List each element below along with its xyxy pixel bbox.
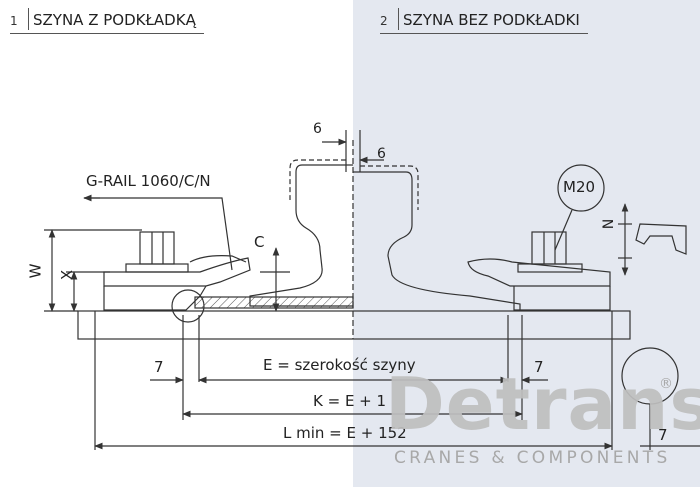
right-clip-lower [513, 286, 611, 311]
left-nut [139, 231, 175, 265]
side-far-right-label: 7 [658, 426, 668, 444]
right-header-number: 2 [380, 14, 388, 28]
left-clip-arm [189, 255, 247, 263]
registered-mark: ® [659, 376, 673, 392]
clip-model-leader [84, 197, 233, 271]
left-header-number: 1 [10, 14, 18, 28]
side-left-label: 7 [154, 358, 164, 376]
dim-c-label: C [254, 233, 265, 251]
gap-top-right-label: 6 [377, 146, 386, 162]
left-header-title: SZYNA Z PODKŁADKĄ [33, 11, 196, 29]
base-plate [77, 310, 631, 340]
dim-e-label: E = szerokość szyny [263, 356, 416, 374]
right-header: 2 SZYNA BEZ PODKŁADKI [380, 8, 588, 34]
left-clip-body [103, 257, 251, 287]
dim-l-label: L min = E + 152 [283, 424, 407, 442]
dim-k-label: K = E + 1 [313, 392, 387, 410]
bolt-callout-circle [557, 164, 605, 212]
clip-model-label: G-RAIL 1060/C/N [86, 172, 211, 190]
right-header-title: SZYNA BEZ PODKŁADKI [403, 11, 580, 29]
left-detail-circle [171, 289, 205, 323]
gap-top-left-label: 6 [313, 121, 322, 137]
clip-detail-right [635, 223, 687, 255]
dim-n-label: N [601, 218, 618, 230]
left-washer [125, 263, 189, 273]
left-header: 1 SZYNA Z PODKŁADKĄ [10, 8, 204, 34]
side-right-label: 7 [534, 358, 544, 376]
detrans-logo-wordmark: Detrans [385, 362, 700, 446]
rail-dashed-left [289, 159, 346, 200]
bolt-size-label: M20 [563, 178, 596, 196]
detrans-logo-tagline: CRANES & COMPONENTS [394, 448, 671, 468]
right-washer [517, 263, 583, 273]
rail-right-half [353, 171, 521, 311]
dim-x-label: X [58, 269, 77, 281]
dim-w-label: W [26, 263, 45, 279]
rail-left-half [249, 164, 353, 307]
left-clip-lower [103, 285, 207, 311]
rail-dashed-right [360, 165, 419, 210]
